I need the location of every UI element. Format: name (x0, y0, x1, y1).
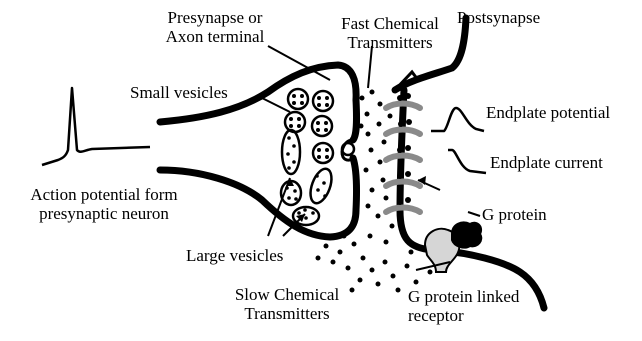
g-protein (452, 222, 481, 247)
action-potential-label-line1: Action potential form (14, 185, 194, 204)
endplate-potential-trace (431, 108, 484, 131)
slow-transmitters-label: Slow Chemical Transmitters (222, 285, 352, 323)
gpcr-label-line2: receptor (408, 306, 519, 325)
postsynapse-label: Postsynapse (457, 8, 540, 27)
presynapse-label-line2: Axon terminal (140, 27, 290, 46)
presynaptic-membrane-face (353, 100, 357, 210)
gpcr-label-line1: G protein linked (408, 287, 519, 306)
fast-transmitters-label-line2: Transmitters (330, 33, 450, 52)
g-protein-label: G protein (482, 205, 547, 224)
slow-transmitters-label-line2: Transmitters (222, 304, 352, 323)
fast-transmitters-label: Fast Chemical Transmitters (330, 14, 450, 52)
fast-transmitters-label-line1: Fast Chemical (330, 14, 450, 33)
large-vesicles-label: Large vesicles (186, 246, 283, 265)
endplate-current-trace (448, 150, 486, 173)
small-vesicles-label: Small vesicles (130, 83, 228, 102)
postsynaptic-membrane (400, 90, 544, 308)
endplate-current-label: Endplate current (490, 153, 603, 172)
action-potential-label-line2: presynaptic neuron (14, 204, 194, 223)
presynapse-label: Presynapse or Axon terminal (140, 8, 290, 46)
slow-transmitters-label-line1: Slow Chemical (222, 285, 352, 304)
action-potential-label: Action potential form presynaptic neuron (14, 185, 194, 223)
presynapse-label-line1: Presynapse or (140, 8, 290, 27)
endplate-potential-label: Endplate potential (486, 103, 610, 122)
gpcr-label: G protein linked receptor (408, 287, 519, 325)
small-vesicle-contents (289, 94, 329, 159)
